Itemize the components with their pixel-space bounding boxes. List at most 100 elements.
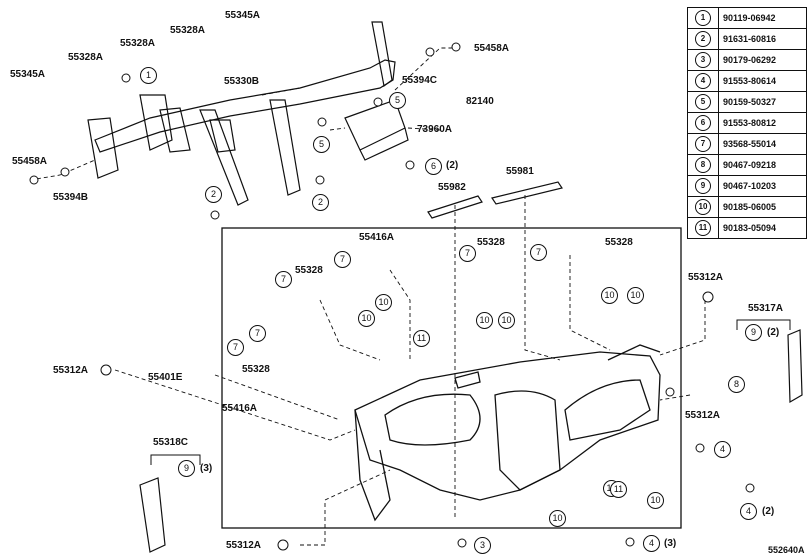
legend-part-number: 90467-09218 — [718, 154, 807, 176]
part-label-55394C: 55394C — [402, 75, 438, 86]
legend-number: 8 — [687, 154, 719, 176]
callout-11a: 11 — [413, 330, 430, 347]
part-label-55458A-left: 55458A — [12, 156, 48, 167]
legend-row: 5 90159-50327 — [687, 91, 807, 113]
qty-6: (2) — [446, 160, 459, 171]
callout-1: 1 — [140, 67, 157, 84]
callout-11b: 11 — [610, 481, 627, 498]
callout-7e: 7 — [249, 325, 266, 342]
callout-8: 8 — [728, 376, 745, 393]
leader-lines — [29, 47, 706, 546]
instrument-panel — [354, 344, 661, 522]
callout-7c: 7 — [530, 244, 547, 261]
part-label-55345A-left: 55345A — [10, 69, 46, 80]
callout-7d: 7 — [275, 271, 292, 288]
callout-7f: 7 — [227, 339, 244, 356]
legend-number-badge: 7 — [695, 136, 711, 152]
part-label-82140: 82140 — [466, 96, 494, 107]
callout-10a: 10 — [375, 294, 392, 311]
callout-4b: 4 — [740, 503, 757, 520]
callout-10e: 10 — [601, 287, 618, 304]
callout-7b: 7 — [459, 245, 476, 262]
legend-row: 7 93568-55014 — [687, 133, 807, 155]
callout-9-left: 9 — [178, 460, 195, 477]
part-label-55416A-bottom: 55416A — [222, 403, 258, 414]
legend-number: 11 — [687, 217, 719, 239]
part-label-55328A-left: 55328A — [68, 52, 104, 63]
airbag-module — [344, 99, 409, 161]
legend-number-badge: 5 — [695, 94, 711, 110]
part-label-55981: 55981 — [506, 166, 534, 177]
qty-4-bottom: (3) — [664, 538, 677, 549]
callout-6: 6 — [425, 158, 442, 175]
legend-number: 7 — [687, 133, 719, 155]
part-label-55328A-top2: 55328A — [120, 38, 156, 49]
callout-7a: 7 — [334, 251, 351, 268]
legend-part-number: 91553-80812 — [718, 112, 807, 134]
qty-9-left: (3) — [200, 463, 213, 474]
legend-number-badge: 8 — [695, 157, 711, 173]
legend-number: 10 — [687, 196, 719, 218]
part-label-55328-c: 55328 — [295, 265, 323, 276]
legend-row: 6 91553-80812 — [687, 112, 807, 134]
part-label-55328A-top1: 55328A — [170, 25, 206, 36]
legend-number: 3 — [687, 49, 719, 71]
part-label-73960A: 73960A — [417, 124, 453, 135]
callout-9-right: 9 — [745, 324, 762, 341]
fasteners — [29, 42, 755, 551]
legend-part-number: 90159-50327 — [718, 91, 807, 113]
legend-row: 2 91631-60816 — [687, 28, 807, 50]
callout-5a: 5 — [389, 92, 406, 109]
legend-number-badge: 2 — [695, 31, 711, 47]
part-label-55345A-top: 55345A — [225, 10, 261, 21]
qty-9-right: (2) — [767, 327, 780, 338]
instrument-panel-reinforcement — [87, 21, 396, 206]
part-label-55328-a: 55328 — [477, 237, 505, 248]
legend-row: 4 91553-80614 — [687, 70, 807, 92]
legend-part-number: 91553-80614 — [718, 70, 807, 92]
legend-number: 9 — [687, 175, 719, 197]
callout-4a: 4 — [714, 441, 731, 458]
legend-number: 4 — [687, 70, 719, 92]
legend-part-number: 90179-06292 — [718, 49, 807, 71]
legend-part-number: 93568-55014 — [718, 133, 807, 155]
qty-4-bottom-right: (2) — [762, 506, 775, 517]
callout-4c: 4 — [643, 535, 660, 552]
callout-3: 3 — [474, 537, 491, 554]
part-label-55317A: 55317A — [748, 303, 784, 314]
callout-10f: 10 — [627, 287, 644, 304]
part-label-55401E: 55401E — [148, 372, 183, 383]
legend-part-number: 90467-10203 — [718, 175, 807, 197]
callout-2b: 2 — [312, 194, 329, 211]
part-label-55394B: 55394B — [53, 192, 89, 203]
callout-10d: 10 — [498, 312, 515, 329]
part-label-55318C: 55318C — [153, 437, 189, 448]
legend-number-badge: 6 — [695, 115, 711, 131]
part-label-55330B: 55330B — [224, 76, 260, 87]
part-label-55312A-right-mid: 55312A — [685, 410, 721, 421]
part-label-55312A-right-top: 55312A — [688, 272, 724, 283]
part-label-55312A-left: 55312A — [53, 365, 89, 376]
group-brackets — [150, 319, 791, 465]
legend-number: 1 — [687, 7, 719, 29]
legend-number: 6 — [687, 112, 719, 134]
legend-number: 2 — [687, 28, 719, 50]
callout-2a: 2 — [205, 186, 222, 203]
part-label-55328-b: 55328 — [605, 237, 633, 248]
legend-part-number: 91631-60816 — [718, 28, 807, 50]
callout-5b: 5 — [313, 136, 330, 153]
legend-number-badge: 4 — [695, 73, 711, 89]
legend-number-badge: 10 — [695, 199, 711, 215]
part-label-55458A-right: 55458A — [474, 43, 510, 54]
part-label-55416A-top: 55416A — [359, 232, 395, 243]
legend-number-badge: 11 — [695, 220, 711, 236]
legend-part-number: 90119-06942 — [718, 7, 807, 29]
legend-row: 8 90467-09218 — [687, 154, 807, 176]
